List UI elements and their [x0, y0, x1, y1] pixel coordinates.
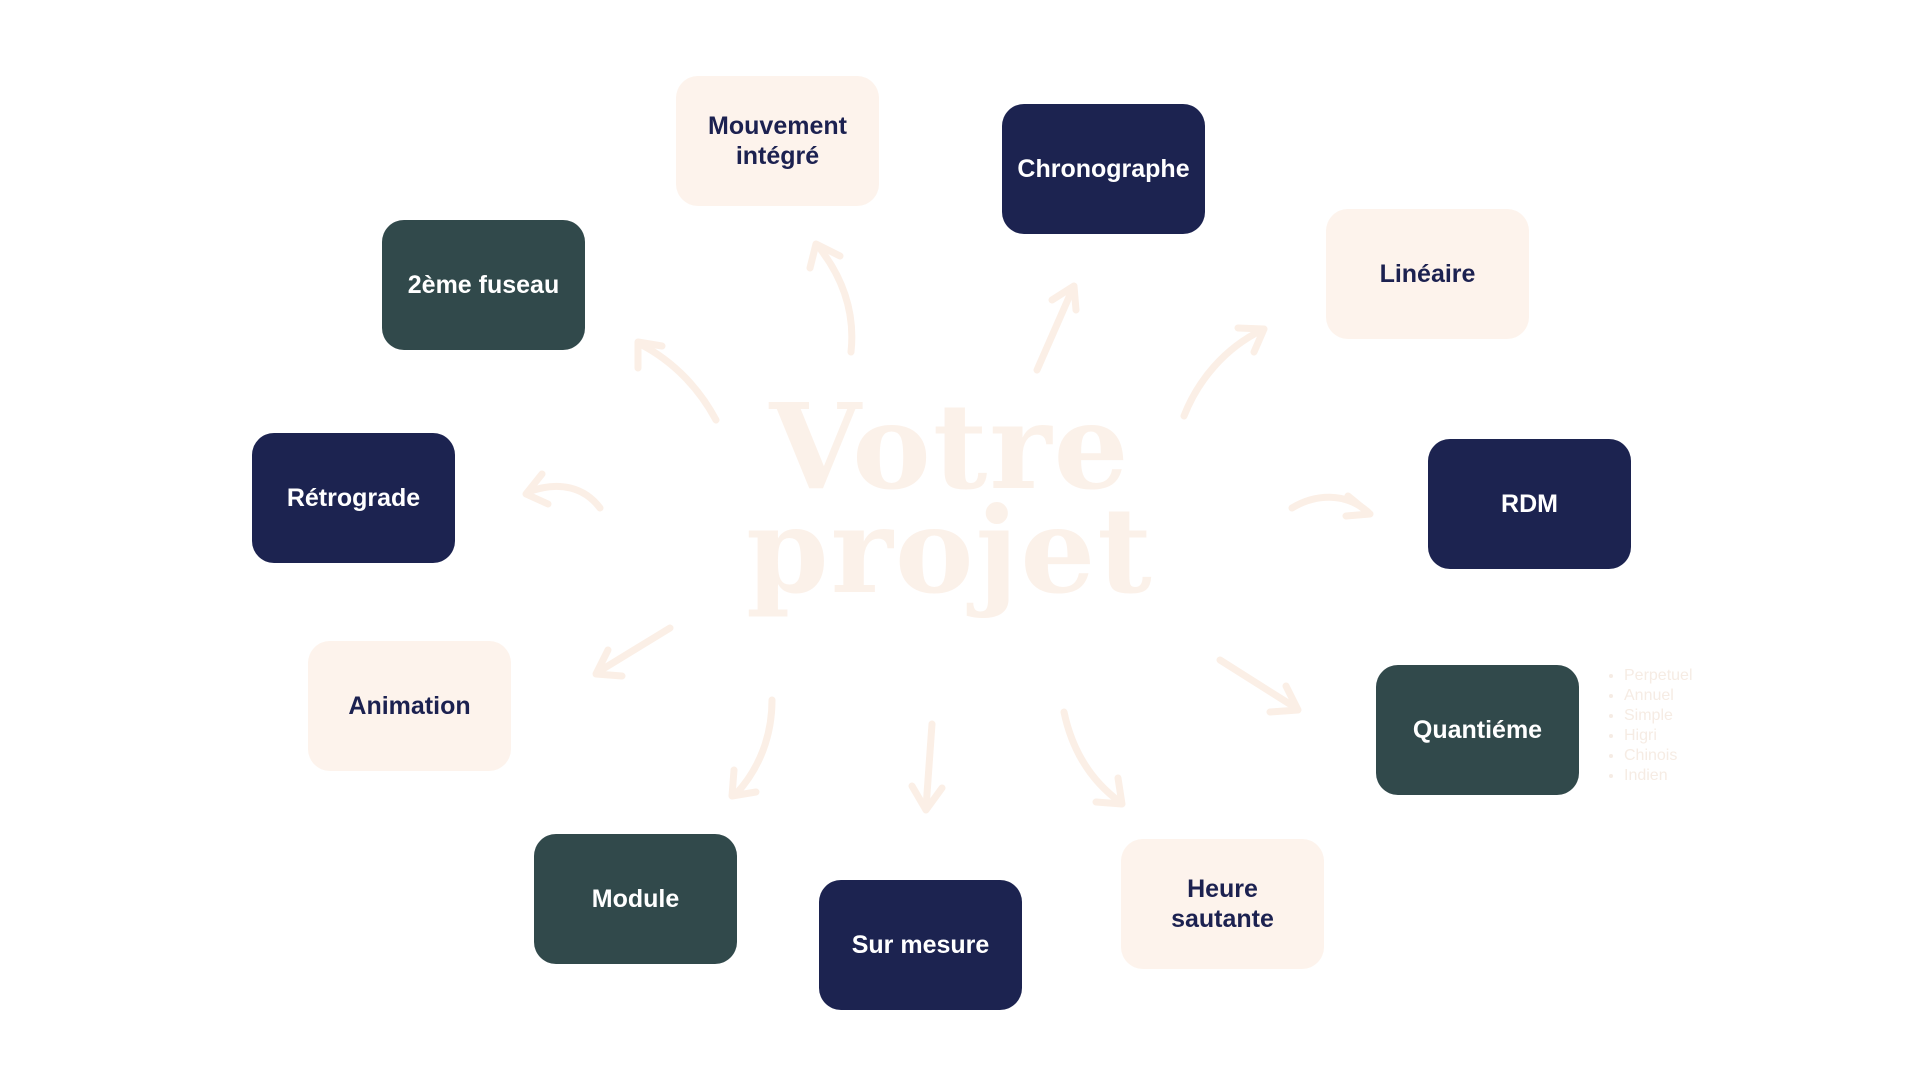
arrow-to-heure-sautante [1060, 708, 1126, 808]
node-retrograde-label: Rétrograde [286, 484, 421, 512]
arrow-to-deuxieme-fuseau [634, 338, 720, 424]
node-deuxieme-fuseau-label: 2ème fuseau [407, 271, 560, 299]
node-heure-sautante[interactable]: Heure sautante [1121, 839, 1324, 969]
center-title-line1: Votre [769, 377, 1131, 516]
node-sur-mesure[interactable]: Sur mesure [819, 880, 1022, 1010]
node-heure-sautante-label: Heure sautante [1171, 875, 1274, 933]
arrow-to-animation [592, 624, 674, 680]
node-mouvement-integre-label: Mouvement intégré [708, 112, 847, 170]
arrow-to-sur-mesure [908, 720, 946, 814]
node-quantieme[interactable]: Quantiéme [1376, 665, 1579, 795]
node-rdm[interactable]: RDM [1428, 439, 1631, 569]
quantieme-option: Perpetuel [1624, 666, 1693, 686]
node-animation[interactable]: Animation [308, 641, 511, 771]
node-retrograde[interactable]: Rétrograde [252, 433, 455, 563]
center-title-line2: projet [746, 481, 1154, 620]
quantieme-option: Simple [1624, 706, 1693, 726]
node-module-label: Module [591, 885, 680, 913]
node-module[interactable]: Module [534, 834, 737, 964]
quantieme-option: Chinois [1624, 746, 1693, 766]
arrow-to-mouvement-integre [806, 240, 856, 356]
quantieme-option: Higri [1624, 726, 1693, 746]
node-chronographe-label: Chronographe [1017, 155, 1190, 183]
node-lineaire[interactable]: Linéaire [1326, 209, 1529, 339]
arrow-to-module [728, 696, 776, 800]
node-rdm-label: RDM [1501, 490, 1558, 518]
arrow-to-chronographe [1033, 282, 1080, 374]
node-chronographe[interactable]: Chronographe [1002, 104, 1205, 234]
arrow-to-quantieme [1216, 656, 1302, 716]
node-mouvement-integre[interactable]: Mouvement intégré [676, 76, 879, 206]
quantieme-option: Indien [1624, 766, 1693, 786]
arrow-to-rdm [1288, 492, 1374, 520]
node-animation-label: Animation [348, 692, 471, 720]
node-quantieme-label: Quantiéme [1412, 716, 1543, 744]
arrow-to-retrograde [522, 470, 604, 512]
arrow-to-lineaire [1180, 324, 1268, 420]
quantieme-option: Annuel [1624, 686, 1693, 706]
center-title: Votre projet [740, 377, 1160, 620]
node-sur-mesure-label: Sur mesure [851, 931, 990, 959]
quantieme-options-list: Perpetuel Annuel Simple Higri Chinois In… [1602, 666, 1693, 786]
node-lineaire-label: Linéaire [1379, 260, 1476, 288]
node-deuxieme-fuseau[interactable]: 2ème fuseau [382, 220, 585, 350]
